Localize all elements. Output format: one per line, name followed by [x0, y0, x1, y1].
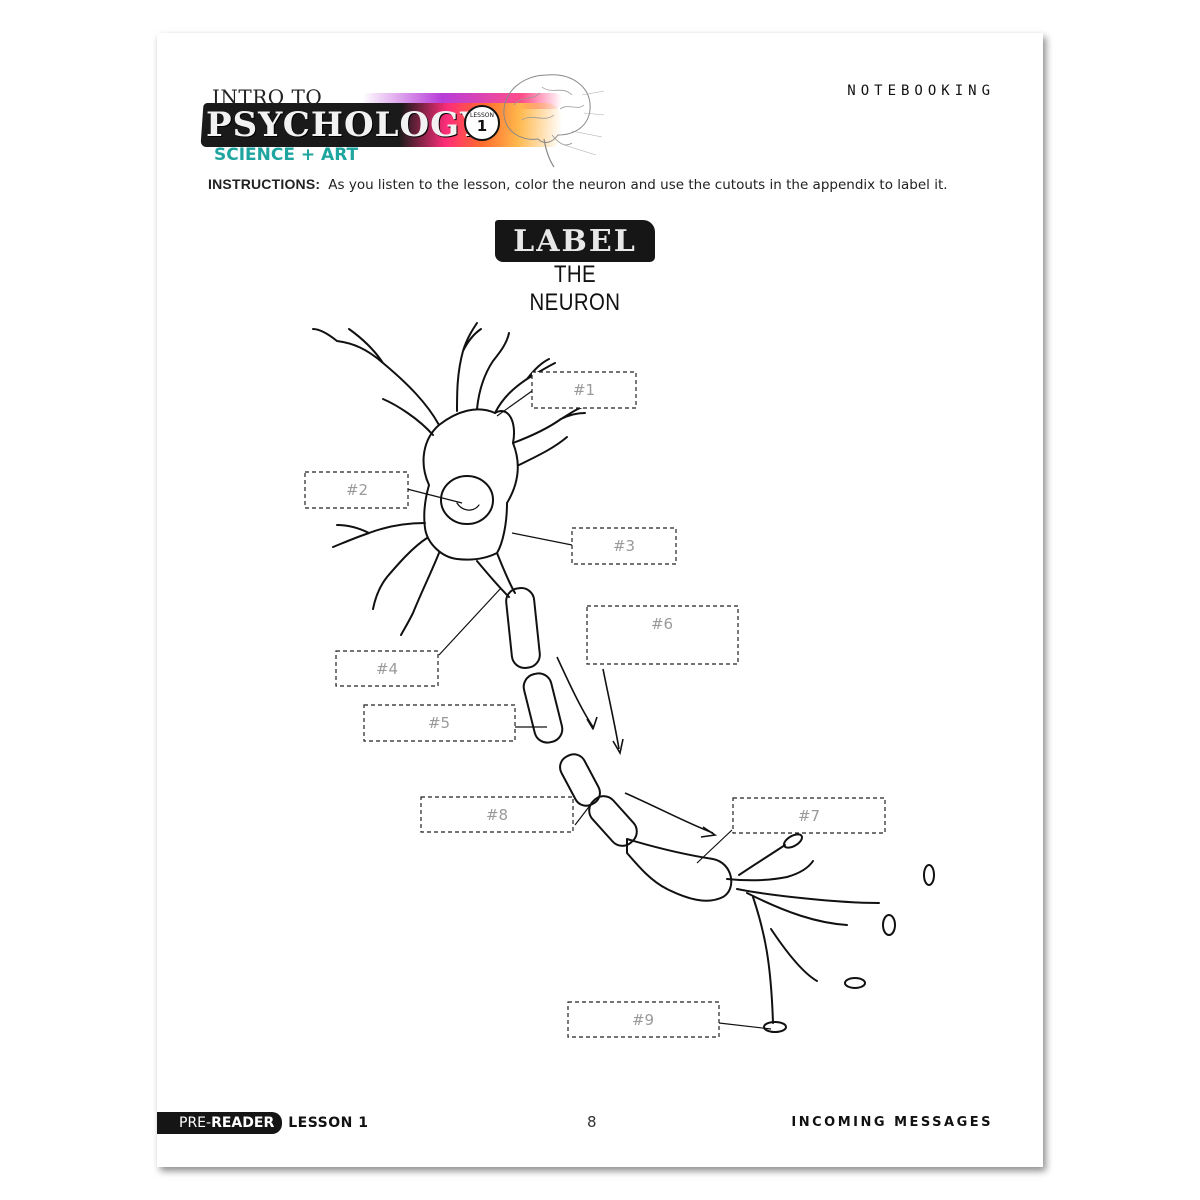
myelin-sheath-3: [559, 753, 601, 807]
label-box-4-text: #4: [376, 660, 398, 678]
signal-arrow-3: [624, 792, 714, 834]
label-box-6[interactable]: [586, 605, 739, 665]
label-box-9[interactable]: [567, 1001, 720, 1038]
neuron-diagram: #1 #2 #3 #4 #5 #6 #7 #8 #9: [304, 322, 935, 1038]
label-box-7-text: #7: [798, 807, 820, 825]
instructions-label: INSTRUCTIONS:: [208, 176, 321, 192]
signal-arrow-1: [556, 656, 594, 728]
myelin-sheath-2: [522, 672, 564, 744]
label-box-4[interactable]: [335, 650, 439, 687]
footer-pre: PRE-: [179, 1115, 212, 1131]
page-number: 8: [587, 1113, 597, 1131]
label-box-2-text: #2: [346, 481, 368, 499]
brain-sketch-icon: [503, 74, 605, 168]
worksheet-subtitle: THE NEURON: [529, 261, 621, 316]
myelin-sheath-4: [588, 795, 638, 847]
label-box-2[interactable]: [304, 471, 409, 509]
label-box-8-text: #8: [486, 806, 508, 824]
instructions-text: As you listen to the lesson, color the n…: [328, 177, 948, 193]
label-box-1[interactable]: [531, 371, 637, 409]
lesson-badge-number: 1: [476, 117, 488, 135]
label-box-1-text: #1: [573, 381, 595, 399]
label-box-6-text: #6: [651, 615, 673, 633]
label-box-3-text: #3: [613, 537, 635, 555]
signal-arrows: [556, 656, 718, 838]
label-box-5[interactable]: [363, 704, 516, 742]
nucleus: [440, 475, 494, 525]
label-box-9-text: #9: [632, 1011, 654, 1029]
section-label: NOTEBOOKING: [847, 83, 995, 99]
lesson-badge: LESSON 1: [464, 105, 500, 141]
course-logo: INTRO TO PSYCHOLOGY LESSON 1 SCIENCE + A…: [200, 65, 622, 205]
logo-intro-to: INTRO TO: [212, 85, 323, 109]
logo-subtitle: SCIENCE + ART: [214, 145, 359, 165]
myelin-sheath-1: [505, 587, 541, 669]
label-box-7[interactable]: [732, 797, 886, 834]
leader-lines: [406, 390, 772, 1030]
footer-reader: READER: [211, 1115, 275, 1131]
instructions: INSTRUCTIONS: As you listen to the lesson…: [208, 176, 948, 193]
worksheet-page: INTRO TO PSYCHOLOGY LESSON 1 SCIENCE + A…: [157, 33, 1043, 1167]
footer-pre-reader: PRE-READER: [157, 1112, 283, 1134]
footer-lesson: LESSON 1: [288, 1115, 369, 1131]
terminal-branch: [726, 860, 814, 882]
label-boxes: [304, 371, 886, 1038]
lesson-badge-word: LESSON: [470, 112, 494, 119]
label-box-3[interactable]: [571, 527, 677, 565]
worksheet-title-text: LABEL: [513, 223, 637, 259]
logo-title: PSYCHOLOGY: [206, 105, 486, 145]
signal-arrow-2: [602, 668, 620, 750]
worksheet-title: LABEL: [495, 220, 655, 262]
cell-body: [422, 408, 519, 561]
label-box-8[interactable]: [420, 796, 574, 833]
neuron-drawing: [312, 322, 935, 1033]
label-box-5-text: #5: [428, 714, 450, 732]
axon-terminal: [626, 838, 733, 902]
footer-chapter: INCOMING MESSAGES: [791, 1115, 993, 1130]
footer-level: PRE-READER LESSON 1: [157, 1112, 369, 1134]
